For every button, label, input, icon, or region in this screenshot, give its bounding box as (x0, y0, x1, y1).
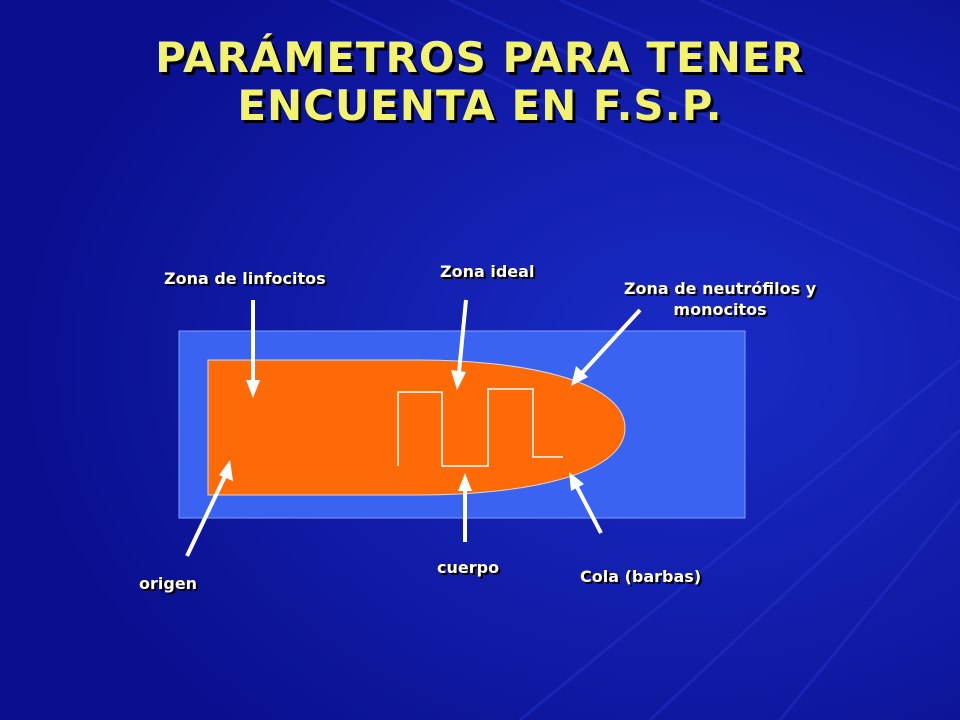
label-origin: origen (139, 574, 198, 593)
label-ideal-zone: Zona ideal (440, 262, 535, 281)
arrow-origin (185, 460, 233, 557)
arrow-lymphocyte-zone (246, 300, 260, 398)
title-line-1: PARÁMETROS PARA TENER (155, 33, 805, 82)
label-lymphocyte-zone: Zona de linfocitos (164, 269, 326, 288)
title-line-2: ENCUENTA EN F.S.P. (237, 81, 723, 130)
arrow-tail (569, 472, 603, 534)
scanning-path-line (397, 388, 563, 467)
label-tail: Cola (barbas) (580, 567, 702, 586)
arrow-neutrophil-zone (571, 308, 642, 386)
slide-title: PARÁMETROS PARA TENER ENCUENTA EN F.S.P. (0, 34, 960, 130)
label-neutrophil-zone-line-2: monocitos (673, 300, 767, 319)
blood-smear-shape (207, 359, 626, 496)
label-neutrophil-zone: Zona de neutrófilos y monocitos (614, 278, 826, 320)
label-body: cuerpo (437, 558, 500, 577)
arrow-ideal-zone (451, 299, 468, 390)
arrow-body (458, 473, 472, 542)
label-neutrophil-zone-line-1: Zona de neutrófilos y (623, 279, 817, 298)
